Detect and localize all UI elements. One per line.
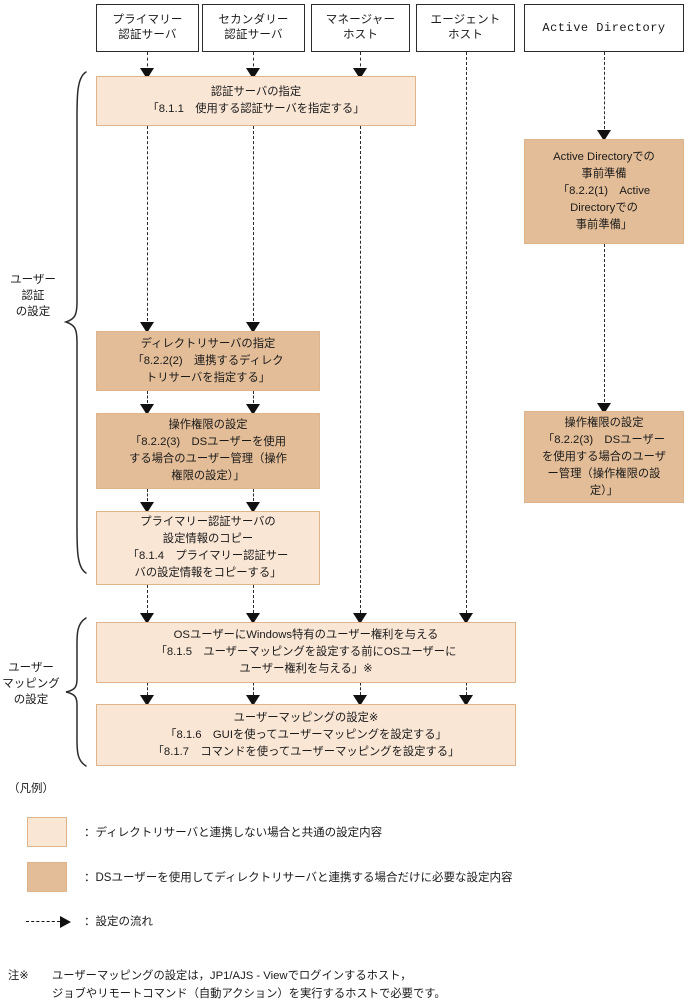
- step-box-set-operation-permissions-ad: 操作権限の設定 「8.2.2(3) DSユーザー を使用する場合のユーザ ー管理…: [524, 411, 684, 503]
- lifeline-secondary-auth-server: [253, 126, 254, 321]
- lifeline-primary-auth-server: [147, 126, 148, 321]
- legend-title: （凡例）: [8, 780, 54, 796]
- lifeline-primary-auth-server: [147, 585, 148, 613]
- flow-arrow-icon: [140, 502, 154, 513]
- flow-arrow-icon: [459, 695, 473, 706]
- footnote-body-text: ユーザーマッピングの設定は，JP1/AJS - Viewでログインするホスト， …: [52, 970, 446, 1000]
- legend-title-text: （凡例）: [8, 783, 54, 795]
- brace-user-authentication: [63, 71, 87, 574]
- lifeline-secondary-auth-server: [253, 585, 254, 613]
- step-box-text: 操作権限の設定 「8.2.2(3) DSユーザー を使用する場合のユーザ ー管理…: [541, 416, 667, 497]
- brace-user-mapping: [65, 617, 87, 767]
- lifeline-secondary-auth-server: [253, 52, 254, 72]
- flow-arrow-icon: [353, 695, 367, 706]
- step-box-set-operation-permissions: 操作権限の設定 「8.2.2(3) DSユーザーを使用 する場合のユーザー管理（…: [96, 413, 320, 489]
- section-label-text: ユーザー マッピング の設定: [2, 662, 60, 706]
- flow-arrow-icon: [246, 613, 260, 624]
- column-header-label: エージェント ホスト: [430, 14, 501, 41]
- section-label-user-authentication-settings: ユーザー 認証 の設定: [4, 256, 62, 320]
- column-header-label: マネージャー ホスト: [325, 14, 396, 41]
- legend-swatch-light: [27, 817, 67, 847]
- flow-arrow-icon: [246, 322, 260, 333]
- flow-arrow-icon: [246, 404, 260, 415]
- lifeline-manager-host: [360, 126, 361, 613]
- flow-arrow-icon: [459, 613, 473, 624]
- lifeline-manager-host: [360, 673, 361, 695]
- column-header-agent-host: エージェント ホスト: [416, 4, 515, 52]
- step-box-configure-user-mapping: ユーザーマッピングの設定※ 「8.1.6 GUIを使ってユーザーマッピングを設定…: [96, 704, 516, 766]
- lifeline-active-directory: [604, 244, 605, 402]
- legend-swatch-dark: [27, 862, 67, 892]
- flow-arrow-icon: [140, 613, 154, 624]
- column-header-active-directory: Active Directory: [524, 4, 684, 52]
- flow-arrow-icon: [140, 322, 154, 333]
- lifeline-primary-auth-server: [147, 673, 148, 695]
- step-box-active-directory-preparation: Active Directoryでの 事前準備 「8.2.2(1) Active…: [524, 139, 684, 244]
- lifeline-primary-auth-server: [147, 391, 148, 403]
- flow-arrow-icon: [353, 613, 367, 624]
- section-label-user-mapping-settings: ユーザー マッピング の設定: [0, 644, 62, 708]
- legend-entry-dark: ：DSユーザーを使用してディレクトリサーバと連携する場合だけに必要な設定内容: [84, 870, 512, 886]
- step-box-text: Active Directoryでの 事前準備 「8.2.2(1) Active…: [553, 151, 655, 231]
- lifeline-manager-host: [360, 52, 361, 72]
- legend-entry-text: ：設定の流れ: [84, 916, 153, 928]
- step-box-specify-auth-server: 認証サーバの指定 「8.1.1 使用する認証サーバを指定する」: [96, 76, 416, 126]
- step-box-grant-windows-user-rights: OSユーザーにWindows特有のユーザー権利を与える 「8.1.5 ユーザーマ…: [96, 622, 516, 683]
- lifeline-secondary-auth-server: [253, 391, 254, 403]
- flow-arrow-icon: [246, 502, 260, 513]
- legend-entry-text: ：DSユーザーを使用してディレクトリサーバと連携する場合だけに必要な設定内容: [84, 872, 513, 884]
- flow-arrow-icon: [140, 404, 154, 415]
- legend-entry-text: ：ディレクトリサーバと連携しない場合と共通の設定内容: [84, 827, 383, 839]
- flow-arrow-icon: [246, 68, 260, 79]
- footnote-text: ユーザーマッピングの設定は，JP1/AJS - Viewでログインするホスト， …: [52, 949, 682, 1003]
- step-box-text: ディレクトリサーバの指定 「8.2.2(2) 連携するディレク トリサーバを指定…: [132, 337, 284, 384]
- step-box-text: ユーザーマッピングの設定※ 「8.1.6 GUIを使ってユーザーマッピングを設定…: [152, 711, 460, 758]
- flow-arrow-icon: [597, 130, 611, 141]
- lifeline-active-directory: [604, 52, 605, 134]
- flow-arrow-icon: [246, 695, 260, 706]
- legend-flow-line-icon: [26, 921, 60, 922]
- lifeline-primary-auth-server: [147, 52, 148, 72]
- flow-arrow-icon: [140, 695, 154, 706]
- step-box-text: 操作権限の設定 「8.2.2(3) DSユーザーを使用 する場合のユーザー管理（…: [129, 419, 287, 482]
- lifeline-secondary-auth-server: [253, 673, 254, 695]
- lifeline-agent-host: [466, 52, 467, 613]
- lifeline-secondary-auth-server: [253, 489, 254, 501]
- step-box-text: 認証サーバの指定 「8.1.1 使用する認証サーバを指定する」: [147, 86, 365, 115]
- lifeline-agent-host: [466, 673, 467, 695]
- column-header-primary-auth-server: プライマリー 認証サーバ: [96, 4, 199, 52]
- legend-entry-flow: ：設定の流れ: [84, 914, 153, 930]
- lifeline-primary-auth-server: [147, 489, 148, 501]
- flowchart-diagram: プライマリー 認証サーバ セカンダリー 認証サーバ マネージャー ホスト エージ…: [0, 4, 684, 1000]
- footnote-marker: 注※: [8, 949, 29, 985]
- step-box-copy-primary-auth-server-settings: プライマリー認証サーバの 設定情報のコピー 「8.1.4 プライマリー認証サー …: [96, 511, 320, 585]
- footnote-marker-text: 注※: [8, 970, 29, 982]
- column-header-label: プライマリー 認証サーバ: [112, 14, 183, 41]
- step-box-specify-directory-server: ディレクトリサーバの指定 「8.2.2(2) 連携するディレク トリサーバを指定…: [96, 331, 320, 391]
- flow-arrow-icon: [140, 68, 154, 79]
- step-box-text: プライマリー認証サーバの 設定情報のコピー 「8.1.4 プライマリー認証サー …: [127, 516, 289, 579]
- section-label-text: ユーザー 認証 の設定: [10, 274, 56, 318]
- column-header-label: セカンダリー 認証サーバ: [218, 14, 289, 41]
- flow-arrow-icon: [597, 403, 611, 414]
- legend-flow-arrow-icon: [60, 916, 71, 928]
- legend-entry-light: ：ディレクトリサーバと連携しない場合と共通の設定内容: [84, 825, 382, 841]
- column-header-secondary-auth-server: セカンダリー 認証サーバ: [202, 4, 305, 52]
- column-header-manager-host: マネージャー ホスト: [311, 4, 410, 52]
- step-box-text: OSユーザーにWindows特有のユーザー権利を与える 「8.1.5 ユーザーマ…: [155, 629, 457, 675]
- column-header-label: Active Directory: [542, 20, 666, 35]
- flow-arrow-icon: [353, 68, 367, 79]
